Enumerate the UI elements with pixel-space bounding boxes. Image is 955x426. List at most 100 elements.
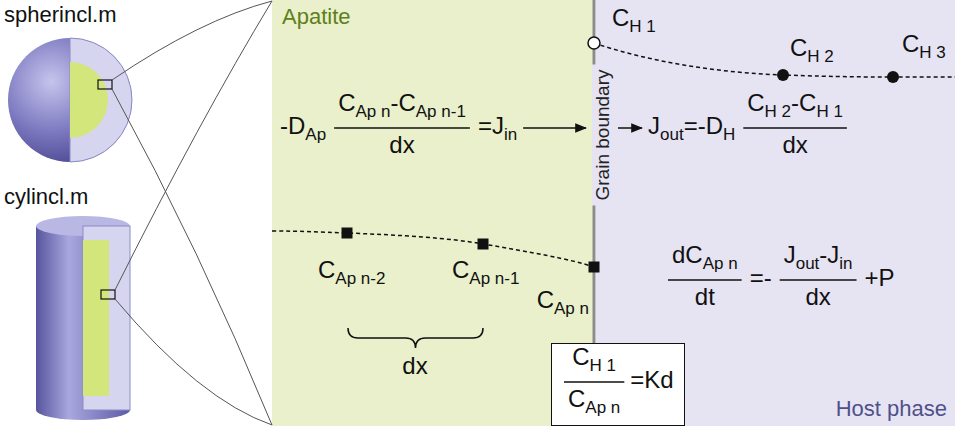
cylinder-inclusion bbox=[83, 240, 109, 396]
host-profile-curve bbox=[594, 43, 955, 77]
grid-point bbox=[342, 228, 353, 239]
region-label: Host phase bbox=[836, 396, 947, 422]
text-run: -C bbox=[390, 89, 415, 116]
concentration-symbol: CH 2 bbox=[790, 34, 834, 71]
brace bbox=[348, 328, 483, 348]
cylinder-host bbox=[36, 226, 130, 410]
text-run: =- bbox=[750, 264, 772, 291]
apatite-region-fill bbox=[272, 0, 594, 426]
fraction-numerator: Jout-Jin bbox=[784, 241, 853, 278]
text-run: dx bbox=[782, 131, 807, 158]
subscript: H 1 bbox=[629, 17, 655, 36]
spacing-label: dx bbox=[402, 352, 427, 386]
subscript: Ap n bbox=[554, 299, 589, 318]
region-label: Apatite bbox=[282, 4, 351, 30]
flux-arrow bbox=[618, 127, 642, 129]
text-run: C bbox=[612, 4, 629, 31]
sphere-host bbox=[8, 38, 132, 162]
equation-term: Jout=-DH bbox=[648, 112, 735, 149]
fraction-numerator: dCAp n bbox=[672, 241, 738, 278]
text-run: dt bbox=[695, 283, 715, 310]
grid-point bbox=[478, 239, 489, 250]
grid-point bbox=[777, 69, 789, 81]
subscript: H 1 bbox=[816, 102, 842, 121]
text-run: -D bbox=[280, 112, 305, 139]
partition-term: CAp n bbox=[568, 385, 620, 422]
grid-point bbox=[589, 262, 600, 273]
text-run: C bbox=[747, 89, 764, 116]
text-run: C bbox=[452, 256, 469, 283]
equation-term: +P bbox=[865, 264, 895, 298]
fraction-bar bbox=[564, 381, 624, 383]
sphere-inclusion bbox=[70, 62, 108, 138]
subscript: H 2 bbox=[765, 102, 791, 121]
file-name: cylincl.m bbox=[4, 184, 88, 210]
fraction-bar bbox=[334, 127, 470, 129]
concentration-symbol: CAp n bbox=[537, 286, 589, 323]
apatite-region: Apatite bbox=[272, 0, 594, 426]
zoom-line bbox=[115, 299, 272, 425]
fraction-denominator: dx bbox=[389, 131, 414, 165]
text-run: C bbox=[572, 343, 589, 370]
partition-box: CH 1CAp n=Kd bbox=[551, 343, 685, 426]
partition-term: CH 1 bbox=[572, 343, 616, 380]
fraction-numerator: CH 2-CH 1 bbox=[747, 89, 843, 126]
subscript: Ap n bbox=[703, 254, 738, 273]
subscript: Ap n-1 bbox=[469, 269, 519, 288]
fraction-numerator: CAp n-CAp n-1 bbox=[338, 89, 466, 126]
zoom-square bbox=[101, 290, 115, 299]
concentration-symbol: CAp n-2 bbox=[318, 256, 385, 293]
region-bands bbox=[272, 0, 955, 426]
subscript: Ap bbox=[305, 125, 326, 144]
text-run: =J bbox=[478, 112, 504, 139]
text-run: C bbox=[537, 286, 554, 313]
equation-term: -DAp bbox=[280, 112, 326, 149]
fraction-denominator: dx bbox=[805, 283, 830, 317]
partition-term: =Kd bbox=[630, 366, 673, 400]
subscript: H 3 bbox=[919, 43, 945, 62]
fraction-bar bbox=[743, 127, 847, 129]
equation-term: =- bbox=[750, 264, 772, 298]
text-run: -J bbox=[819, 241, 839, 268]
subscript: in bbox=[504, 125, 517, 144]
subscript: H 1 bbox=[590, 356, 616, 375]
zoom-line bbox=[112, 89, 272, 425]
zoom-square bbox=[98, 80, 112, 89]
cylinder-cut-face bbox=[83, 226, 130, 410]
flux-arrow bbox=[523, 127, 586, 129]
text-run: dx bbox=[389, 131, 414, 158]
equation-term: =Jin bbox=[478, 112, 517, 149]
subscript: H bbox=[723, 125, 735, 144]
text-run: -C bbox=[791, 89, 816, 116]
text-run: C bbox=[902, 30, 919, 57]
concentration-symbol: CH 3 bbox=[902, 30, 946, 67]
concentration-symbol: CH 1 bbox=[612, 4, 656, 41]
subscript: Ap n-2 bbox=[335, 269, 385, 288]
text-run: dx bbox=[402, 352, 427, 379]
text-run: =-D bbox=[684, 112, 723, 139]
sphere-cut-face bbox=[70, 38, 132, 162]
subscript: Ap n bbox=[585, 398, 620, 417]
zoom-line bbox=[115, 1, 272, 290]
text-run: C bbox=[790, 34, 807, 61]
text-run: J bbox=[648, 112, 660, 139]
boundary-label: Grain boundary bbox=[592, 65, 614, 206]
fraction-denominator: dx bbox=[782, 131, 807, 165]
text-run: C bbox=[568, 385, 585, 412]
fraction-denominator: dt bbox=[695, 283, 715, 317]
subscript: H 2 bbox=[807, 47, 833, 66]
subscript: Ap n bbox=[355, 102, 390, 121]
text-run: =Kd bbox=[630, 366, 673, 393]
fraction-bar bbox=[668, 279, 742, 281]
text-run: dC bbox=[672, 241, 703, 268]
subscript: out bbox=[660, 125, 684, 144]
subscript: out bbox=[796, 254, 820, 273]
concentration-symbol: CAp n-1 bbox=[452, 256, 519, 293]
text-run: C bbox=[338, 89, 355, 116]
text-run: dx bbox=[805, 283, 830, 310]
text-run: C bbox=[318, 256, 335, 283]
boundary-point bbox=[588, 37, 600, 49]
subscript: in bbox=[839, 254, 852, 273]
file-name: spherincl.m bbox=[4, 2, 116, 28]
